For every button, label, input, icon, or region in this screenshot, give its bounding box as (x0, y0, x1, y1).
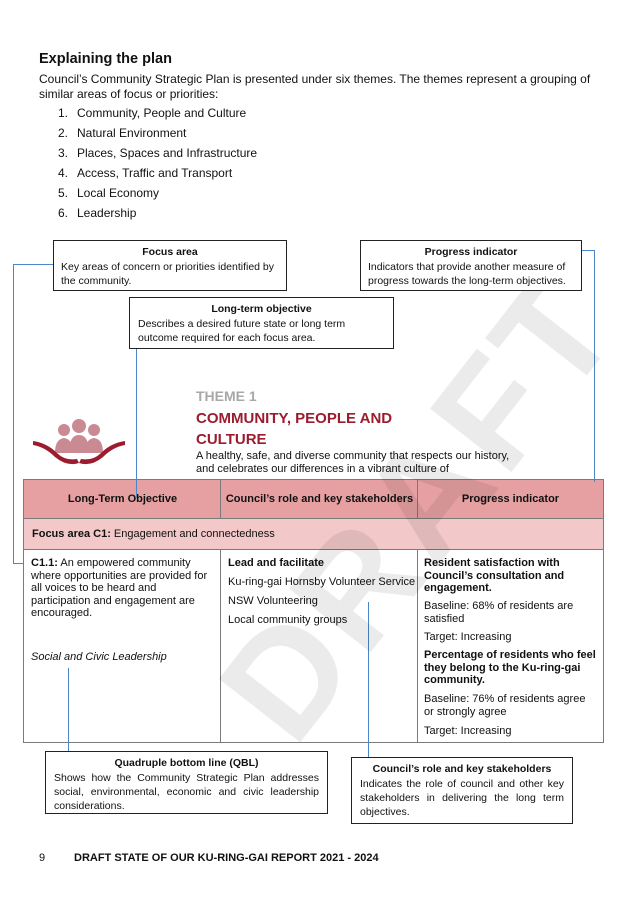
objective-code: C1.1: (31, 557, 58, 569)
connector-line (581, 250, 595, 251)
theme-label: Local Economy (77, 186, 160, 200)
column-divider (220, 549, 221, 742)
indicator-target: Target: Increasing (424, 725, 512, 737)
column-header: Long-Term Objective (67, 493, 178, 505)
theme-label: Natural Environment (77, 126, 187, 140)
qbl-value: Social and Civic Leadership (31, 651, 167, 663)
row-divider (24, 549, 603, 550)
focus-area-row: Focus area C1: Engagement and connectedn… (24, 519, 603, 549)
callout-title: Focus area (142, 246, 198, 258)
callout-text: Shows how the Community Strategic Plan a… (54, 772, 319, 812)
indicator-title: Resident satisfaction with Council’s con… (424, 557, 565, 594)
column-divider (417, 480, 418, 518)
long-term-objective-callout: Long-term objective Describes a desired … (129, 297, 394, 349)
row-divider (24, 518, 603, 519)
objective-cell: C1.1: An empowered community where oppor… (31, 557, 216, 620)
theme-number: 6. (58, 206, 69, 220)
role-callout: Council’s role and key stakeholders Indi… (351, 757, 573, 824)
focus-area-text: Engagement and connectedness (110, 528, 275, 540)
theme-number: 5. (58, 186, 69, 200)
theme-label: Leadership (77, 206, 137, 220)
community-hands-icon (33, 419, 125, 465)
plan-table (23, 479, 604, 743)
connector-line (368, 602, 369, 760)
focus-area-callout: Focus area Key areas of concern or prior… (53, 240, 287, 291)
role-title: Lead and facilitate (228, 557, 324, 569)
theme-number: 1. (58, 106, 69, 120)
theme-label: Access, Traffic and Transport (77, 166, 233, 180)
theme-list: 1. Community, People and Culture 2. Natura… (58, 106, 257, 226)
theme-number: 2. (58, 126, 69, 140)
indicator-baseline: Baseline: 68% of residents are satisfied (424, 600, 574, 625)
intro-paragraph: Council’s Community Strategic Plan is pr… (39, 72, 591, 101)
callout-text: Indicates the role of council and other … (360, 778, 564, 818)
column-divider (220, 480, 221, 518)
theme-list-item: 6. Leadership (58, 206, 257, 226)
connector-line (13, 264, 53, 265)
callout-text: Key areas of concern or priorities ident… (61, 261, 275, 287)
callout-title: Quadruple bottom line (QBL) (114, 757, 259, 769)
connector-line (594, 250, 595, 482)
theme-label: Places, Spaces and Infrastructure (77, 146, 258, 160)
theme-list-item: 3. Places, Spaces and Infrastructure (58, 146, 257, 166)
theme-number: 3. (58, 146, 69, 160)
progress-indicator-callout: Progress indicator Indicators that provi… (360, 240, 582, 291)
table-header-row (24, 480, 603, 518)
qbl-callout: Quadruple bottom line (QBL) Shows how th… (45, 751, 328, 814)
column-divider (417, 549, 418, 742)
theme-label: Community, People and Culture (77, 106, 247, 120)
stakeholder-item: Ku-ring-gai Hornsby Volunteer Service (228, 576, 416, 588)
column-header: Progress indicator (461, 493, 560, 505)
page-number: 9 (39, 852, 46, 864)
objective-text: An empowered community where opportuniti… (31, 557, 208, 619)
callout-title: Progress indicator (424, 246, 518, 258)
indicator-title: Percentage of residents who feel they be… (424, 649, 596, 686)
stakeholder-item: NSW Volunteering (228, 595, 318, 607)
connector-line (136, 348, 137, 498)
connector-line (68, 668, 69, 762)
theme-list-item: 2. Natural Environment (58, 126, 257, 146)
theme-list-item: 4. Access, Traffic and Transport (58, 166, 257, 186)
footer-title: DRAFT STATE OF OUR KU-RING-GAI REPORT 20… (74, 852, 379, 864)
theme-name: COMMUNITY, PEOPLE AND CULTURE (196, 410, 393, 448)
focus-area-label: Focus area C1: (32, 528, 111, 540)
connector-line (13, 264, 14, 564)
section-heading: Explaining the plan (39, 51, 172, 67)
callout-title: Council’s role and key stakeholders (372, 763, 552, 775)
callout-text: Indicators that provide another measure … (368, 261, 566, 287)
indicator-baseline: Baseline: 76% of residents agree or stro… (424, 693, 586, 718)
theme-description: A healthy, safe, and diverse community t… (196, 450, 510, 475)
indicator-target: Target: Increasing (424, 631, 512, 643)
callout-text: Describes a desired future state or long… (138, 318, 346, 344)
column-header: Council’s role and key stakeholders (225, 493, 414, 505)
theme-label: THEME 1 (196, 388, 257, 404)
stakeholder-item: Local community groups (228, 614, 348, 626)
callout-title: Long-term objective (211, 303, 312, 315)
theme-list-item: 1. Community, People and Culture (58, 106, 257, 126)
connector-line (13, 563, 24, 564)
theme-list-item: 5. Local Economy (58, 186, 257, 206)
theme-number: 4. (58, 166, 69, 180)
